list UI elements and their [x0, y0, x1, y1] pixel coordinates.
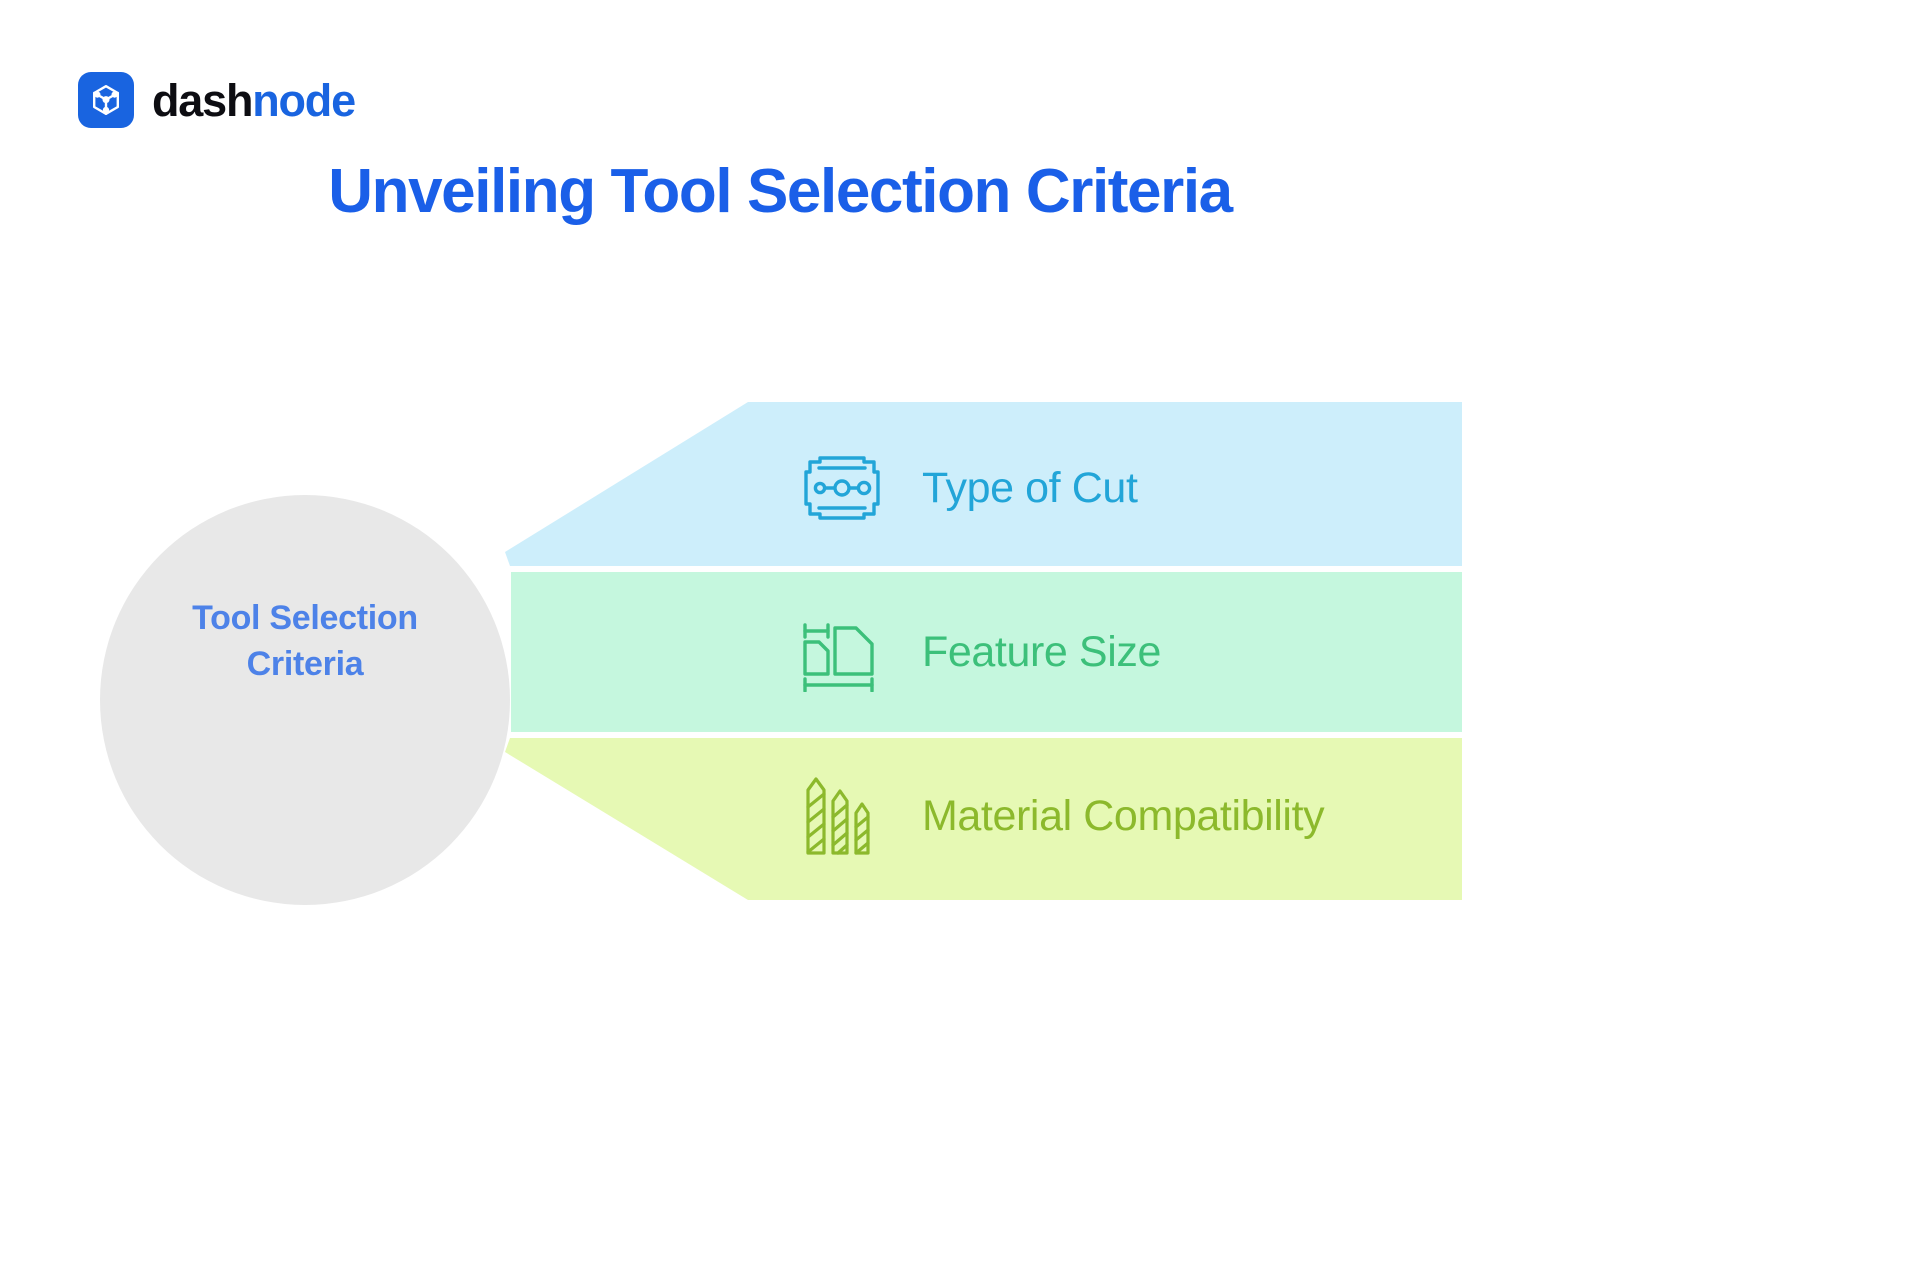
cube-node-logo-icon [78, 72, 134, 128]
brand-wordmark: dashnode [152, 74, 356, 126]
hub-circle[interactable] [100, 495, 510, 905]
cutting-tool-track-icon [800, 446, 884, 530]
band-shape-material-compatibility[interactable] [505, 738, 1462, 900]
end-mill-bits-icon [800, 774, 884, 858]
branch-label-material-compatibility: Material Compatibility [922, 791, 1325, 840]
brand-word-primary: dash [152, 74, 253, 126]
hub-label-line1: Tool Selection [192, 599, 418, 637]
branch-label-feature-size: Feature Size [922, 627, 1161, 676]
brand-word-accent: node [252, 74, 356, 126]
brand-logo[interactable]: dashnode [78, 72, 356, 128]
branch-label-type-of-cut: Type of Cut [922, 463, 1138, 512]
hub-label-line2: Criteria [246, 644, 364, 683]
page-title: Unveiling Tool Selection Criteria [328, 157, 1233, 226]
branch-row-material-compatibility[interactable]: Material Compatibility [800, 768, 1325, 864]
band-shape-type-of-cut[interactable] [505, 402, 1462, 566]
band-shape-feature-size-taper [511, 572, 1462, 732]
branch-row-feature-size[interactable]: Feature Size [800, 604, 1161, 700]
dimension-measure-icon [800, 610, 884, 694]
hub-label: Tool Selection Criteria [120, 596, 490, 688]
branch-row-type-of-cut[interactable]: Type of Cut [800, 440, 1138, 536]
